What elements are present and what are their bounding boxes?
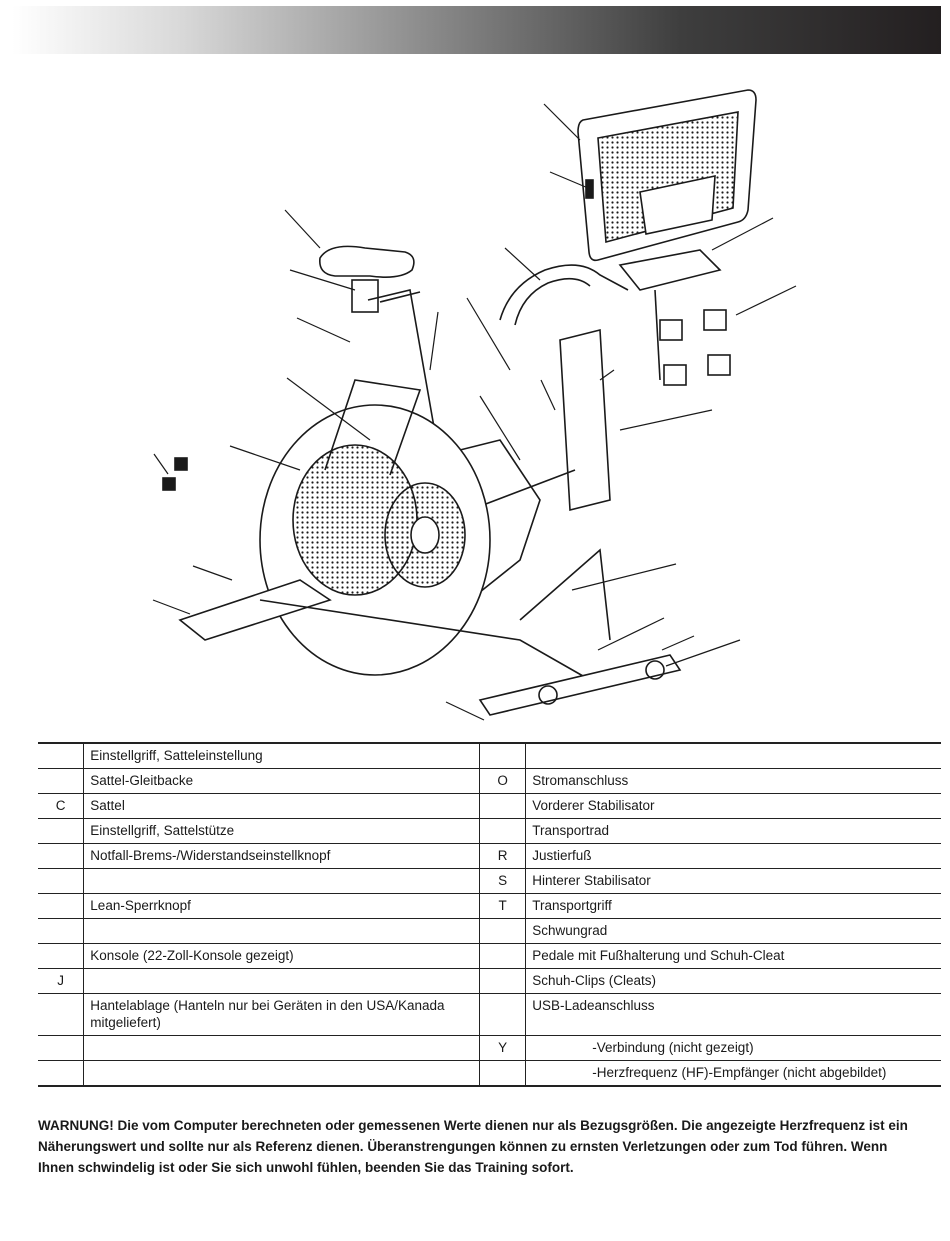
part-letter <box>479 968 527 994</box>
part-letter <box>38 868 85 894</box>
part-name: Schuh-Clips (Cleats) <box>525 968 941 994</box>
part-name: -Herzfrequenz (HF)-Empfänger (nicht abge… <box>592 1065 887 1080</box>
handlebar-illustration <box>499 249 722 381</box>
part-letter <box>38 1035 85 1061</box>
leader-lines <box>152 103 797 721</box>
parts-row: Y -Verbindung (nicht gezeigt) <box>38 1035 941 1061</box>
part-name: Hinterer Stabilisator <box>525 868 941 894</box>
part-name <box>83 868 480 894</box>
part-name: Transportrad <box>525 818 941 844</box>
part-letter <box>38 843 85 869</box>
base-illustration <box>178 579 682 716</box>
part-name: Justierfuß <box>525 843 941 869</box>
part-letter: S <box>479 868 527 894</box>
part-name <box>83 968 480 994</box>
parts-row: J Schuh-Clips (Cleats) <box>38 968 941 994</box>
part-letter <box>479 1060 527 1087</box>
part-name: Stromanschluss <box>525 768 941 794</box>
parts-row: Einstellgriff, Satteleinstellung <box>38 742 941 769</box>
part-letter <box>479 943 527 969</box>
part-letter: J <box>38 968 85 994</box>
part-letter <box>479 793 527 819</box>
part-letter <box>38 918 85 944</box>
parts-row: -Herzfrequenz (HF)-Empfänger (nicht abge… <box>38 1060 941 1087</box>
part-name <box>525 742 941 769</box>
part-name <box>83 1035 480 1061</box>
part-letter <box>38 818 85 844</box>
part-letter <box>479 818 527 844</box>
header-gradient-bar <box>12 6 941 54</box>
part-name: Transportgriff <box>525 893 941 919</box>
dumbbell-illustration <box>659 309 731 386</box>
console-illustration <box>577 89 757 262</box>
part-letter <box>38 893 85 919</box>
part-letter <box>38 993 85 1036</box>
part-letter <box>38 742 85 769</box>
part-name: Schwungrad <box>525 918 941 944</box>
part-letter <box>38 768 85 794</box>
part-name: Einstellgriff, Sattelstütze <box>83 818 480 844</box>
part-name: USB-Ladeanschluss <box>525 993 941 1036</box>
part-name: Konsole (22-Zoll-Konsole gezeigt) <box>83 943 480 969</box>
part-name: Sattel-Gleitbacke <box>83 768 480 794</box>
cleats-illustration <box>162 457 188 491</box>
part-letter: C <box>38 793 85 819</box>
part-name <box>83 918 480 944</box>
part-name: -Verbindung (nicht gezeigt) <box>592 1040 754 1055</box>
part-letter <box>479 993 527 1036</box>
seat-illustration <box>318 245 439 451</box>
part-name: Einstellgriff, Satteleinstellung <box>83 742 480 769</box>
parts-row: Hantelablage (Hanteln nur bei Geräten in… <box>38 993 941 1036</box>
part-name: Sattel <box>83 793 480 819</box>
part-letter: O <box>479 768 527 794</box>
parts-row: Einstellgriff, Sattelstütze Transportrad <box>38 818 941 844</box>
part-name: Hantelablage (Hanteln nur bei Geräten in… <box>83 993 480 1036</box>
exercise-bike-diagram <box>152 89 797 721</box>
part-letter: Y <box>479 1035 527 1061</box>
parts-row: Schwungrad <box>38 918 941 944</box>
part-name <box>83 1060 480 1087</box>
part-letter <box>479 742 527 769</box>
part-letter: T <box>479 893 527 919</box>
part-name: Pedale mit Fußhalterung und Schuh-Cleat <box>525 943 941 969</box>
part-letter <box>38 943 85 969</box>
part-name: Lean-Sperrknopf <box>83 893 480 919</box>
part-name: Vorderer Stabilisator <box>525 793 941 819</box>
warning-text: WARNUNG! Die vom Computer berechneten od… <box>38 1118 908 1175</box>
part-name: Notfall-Brems-/Widerstandseinstellknopf <box>83 843 480 869</box>
part-letter: R <box>479 843 527 869</box>
parts-row: Konsole (22-Zoll-Konsole gezeigt) Pedale … <box>38 943 941 969</box>
part-letter <box>479 918 527 944</box>
part-letter <box>38 1060 85 1087</box>
flywheel-illustration <box>259 379 491 676</box>
